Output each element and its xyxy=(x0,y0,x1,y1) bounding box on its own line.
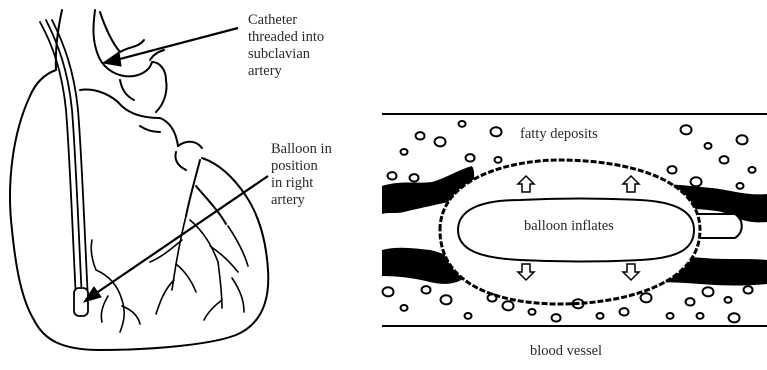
deposit-particle xyxy=(388,172,397,179)
deposit-particle xyxy=(681,125,692,134)
deposit-particle xyxy=(552,314,561,321)
deposit-particle xyxy=(422,286,431,293)
heart-outline xyxy=(10,96,268,350)
deposit-particle xyxy=(691,177,702,186)
deposit-particle xyxy=(503,301,514,310)
catheter-balloon xyxy=(74,288,88,316)
deposit-particle xyxy=(668,166,677,173)
deposit-particle xyxy=(491,127,502,136)
deposit-particle xyxy=(620,308,629,315)
deposit-particle xyxy=(465,313,472,319)
heart-illustration xyxy=(10,10,268,350)
deposit-particle xyxy=(667,313,674,319)
catheter-label: Catheter threaded into subclavian artery xyxy=(248,12,324,80)
deposit-particle xyxy=(697,313,704,319)
deposit-particle xyxy=(597,313,604,319)
balloon-inflates-label: balloon inflates xyxy=(524,218,614,235)
deposit-particle xyxy=(720,156,729,163)
deposit-particle xyxy=(744,286,753,293)
deposit-particle xyxy=(703,287,714,296)
deposit-particle xyxy=(410,174,419,181)
deposit-particle xyxy=(435,137,446,146)
deposit-particle xyxy=(495,157,502,163)
deposit-particle xyxy=(529,309,536,315)
catheter xyxy=(40,20,88,300)
deposit-particle xyxy=(725,297,732,303)
deposit-particle xyxy=(705,143,712,149)
great-vessels xyxy=(30,10,202,170)
fatty-deposits-label: fatty deposits xyxy=(520,126,598,143)
deposit-particle xyxy=(729,313,740,322)
deposit-particle xyxy=(401,305,408,311)
coronary-branches xyxy=(91,216,248,332)
deposit-particle xyxy=(737,135,748,144)
deposit-particle xyxy=(416,132,425,139)
deposit-particle xyxy=(641,293,652,302)
deposit-particle xyxy=(459,121,466,127)
deposit-particle xyxy=(749,167,756,173)
deposit-particle xyxy=(488,294,497,301)
balloon-position-label: Balloon in position in right artery xyxy=(271,141,332,209)
deposit-particle xyxy=(383,287,394,296)
blood-vessel-label: blood vessel xyxy=(530,343,602,360)
deposit-particle xyxy=(401,149,408,155)
deposit-particle xyxy=(466,154,475,161)
deposit-particle xyxy=(441,295,452,304)
deposit-particle xyxy=(737,183,744,189)
deposit-particle xyxy=(686,298,695,305)
